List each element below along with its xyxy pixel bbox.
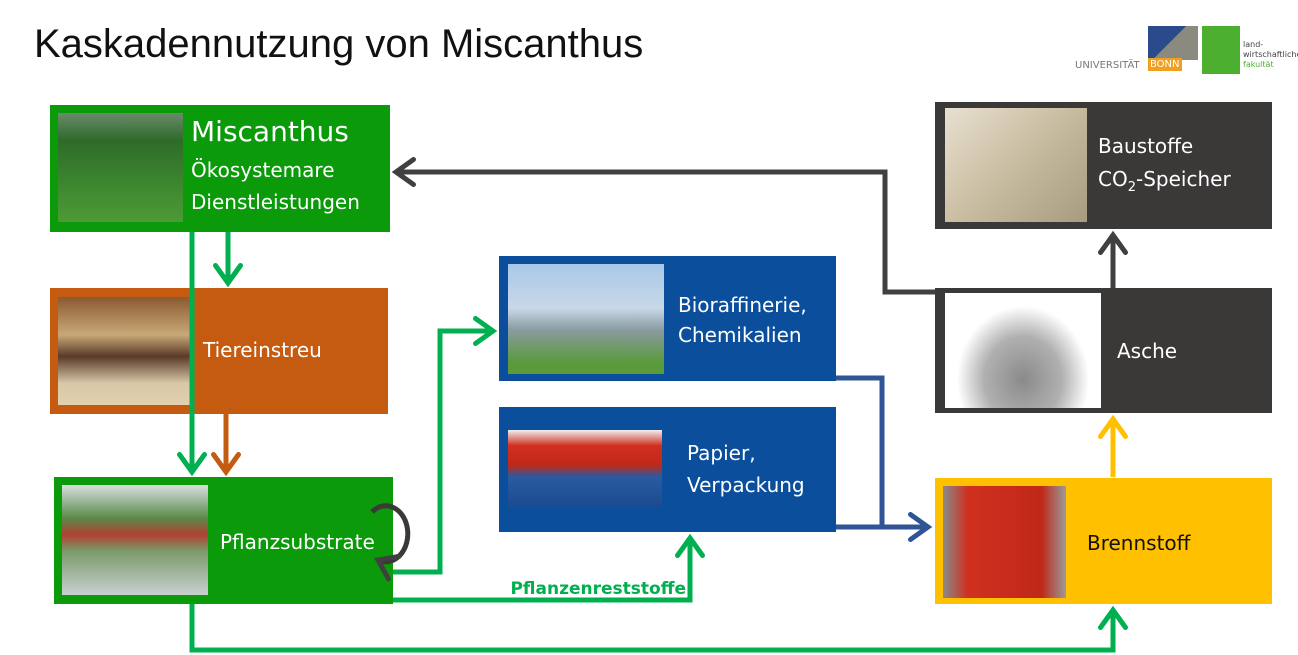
greenhouse-photo xyxy=(62,485,208,595)
pflanzsubstrate-label: Pflanzsubstrate xyxy=(220,530,375,554)
edge-label-pflanzenreststoffe: Pflanzenreststoffe xyxy=(510,579,686,599)
miscanthus-line1: Ökosystemare xyxy=(191,158,335,182)
recycle-loop-icon xyxy=(370,503,411,582)
arrow-bioraffinerie-brennstoff xyxy=(836,375,933,542)
arrow-pflanzsubstrate-brennstoff xyxy=(189,604,1128,653)
boiler-photo xyxy=(943,486,1066,598)
papier-line2: Verpackung xyxy=(687,473,805,497)
ash-pile-photo xyxy=(945,293,1101,408)
miscanthus-photo xyxy=(58,113,183,222)
bioraffinerie-line1: Bioraffinerie, xyxy=(678,293,807,317)
arrow-asche-miscanthus xyxy=(391,157,935,295)
brennstoff-label: Brennstoff xyxy=(1087,531,1191,555)
insulation-block-photo xyxy=(945,108,1087,222)
arrow-pflanzsubstrate-papier xyxy=(393,533,705,603)
asche-label: Asche xyxy=(1117,339,1178,363)
node-pflanzsubstrate: Pflanzsubstrate xyxy=(54,477,393,604)
node-asche: Asche xyxy=(935,288,1272,413)
logo-uni-text: UNIVERSITÄT xyxy=(1075,60,1140,71)
node-papier: Papier, Verpackung xyxy=(499,407,836,532)
bioraffinerie-line2: Chemikalien xyxy=(678,323,802,347)
miscanthus-title: Miscanthus xyxy=(191,115,349,148)
university-logo: UNIVERSITÄT BONN land- wirtschaftliche f… xyxy=(1075,26,1298,74)
node-miscanthus: Miscanthus Ökosystemare Dienstleistungen xyxy=(50,105,390,232)
miscanthus-line2: Dienstleistungen xyxy=(191,190,360,214)
arrow-pflanzsubstrate-bioraffinerie xyxy=(393,316,498,575)
slide-title: Kaskadennutzung von Miscanthus xyxy=(34,22,644,66)
node-baustoffe: Baustoffe CO2-Speicher xyxy=(935,102,1272,229)
papier-line1: Papier, xyxy=(687,441,756,465)
node-brennstoff: Brennstoff xyxy=(935,478,1272,604)
baustoffe-line2: CO2-Speicher xyxy=(1098,167,1231,195)
baustoffe-line1: Baustoffe xyxy=(1098,134,1194,158)
biorefinery-photo xyxy=(508,264,664,374)
tomato-box-photo xyxy=(508,430,662,508)
cattle-barn-photo xyxy=(58,297,192,405)
logo-bonn-text: BONN xyxy=(1148,58,1182,71)
logo-faculty-2: wirtschaftliche xyxy=(1243,50,1298,59)
logo-faculty-3: fakultät xyxy=(1243,60,1274,69)
node-bioraffinerie: Bioraffinerie, Chemikalien xyxy=(499,256,836,381)
node-tiereinstreu: Tiereinstreu xyxy=(50,288,388,414)
tiereinstreu-label: Tiereinstreu xyxy=(203,338,322,362)
logo-faculty-1: land- xyxy=(1243,40,1264,49)
